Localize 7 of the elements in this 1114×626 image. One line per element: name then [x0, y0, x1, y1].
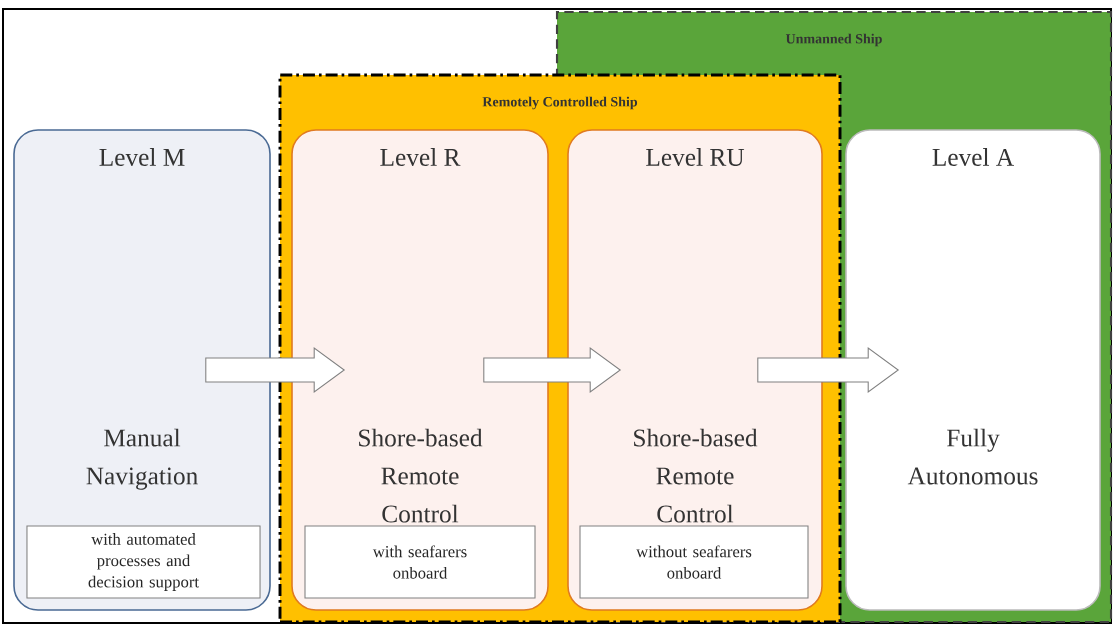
level-box: Level A Fully Autonomous: [845, 129, 1101, 611]
note-box: without seafarers onboard: [579, 525, 809, 599]
block-arrow: [205, 346, 346, 394]
block-arrow: [483, 346, 622, 394]
block-arrow: [757, 346, 900, 394]
note-box: with automated processes and decision support: [26, 525, 261, 599]
note-box: with seafarers onboard: [304, 525, 536, 599]
